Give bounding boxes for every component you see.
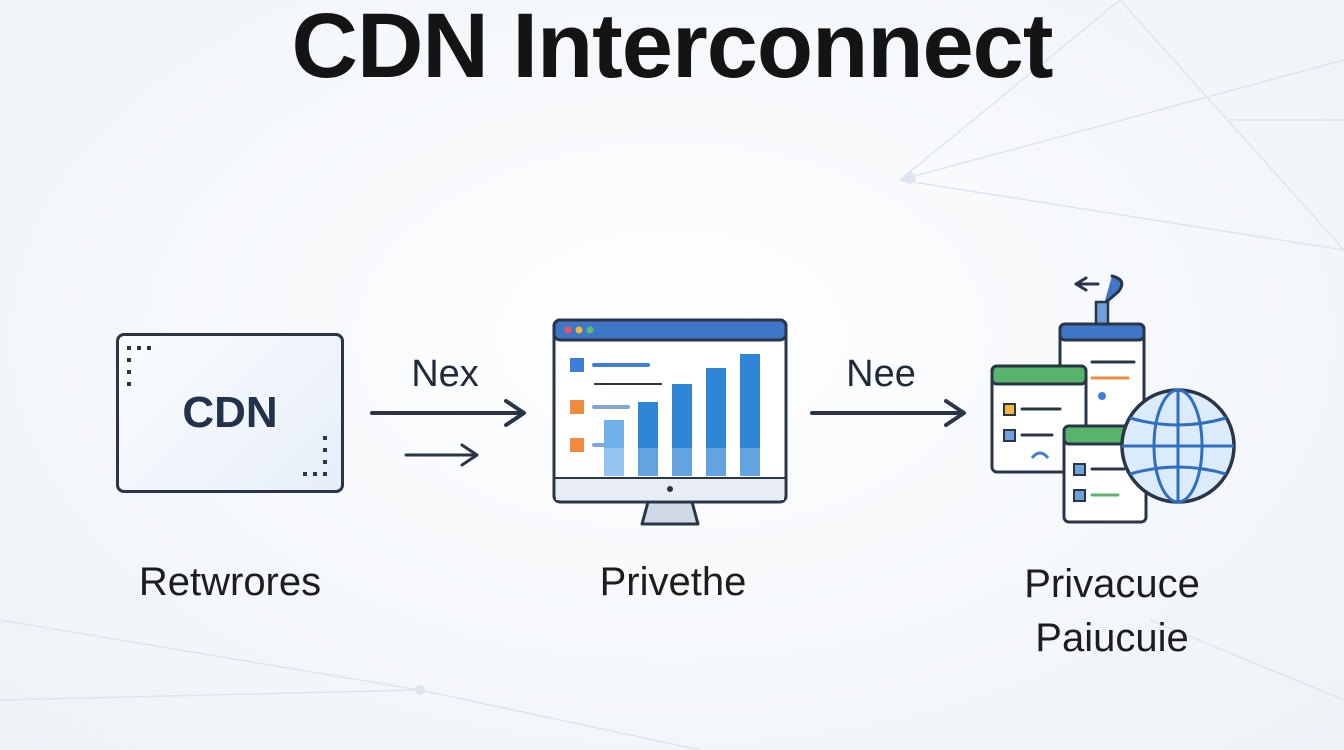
arrow-right-small-icon: [404, 443, 479, 467]
node-label-paiucuie: Paiucuie: [1035, 616, 1189, 660]
arrow-label-nex: Nex: [411, 353, 479, 395]
corner-dots-top-left: [127, 346, 151, 386]
monitor-chart-icon: [552, 318, 788, 526]
node-label-privethe: Privethe: [599, 560, 747, 604]
corner-dots-bottom-right: [303, 436, 327, 476]
node-label-privacuce: Privacuce: [1024, 562, 1200, 606]
forms-globe-icon: [990, 274, 1236, 524]
globe-icon: [1120, 388, 1236, 504]
cdn-box-icon: CDN: [116, 333, 344, 493]
page-title: CDN Interconnect: [291, 0, 1054, 97]
monitor-bars: [604, 354, 760, 476]
arrow-right-icon: [370, 399, 526, 427]
node-label-retwrores: Retwrores: [138, 560, 322, 604]
arrow-right-icon-2: [810, 399, 966, 427]
arrow-label-nee: Nee: [846, 353, 916, 395]
cdn-box-text: CDN: [182, 388, 278, 437]
